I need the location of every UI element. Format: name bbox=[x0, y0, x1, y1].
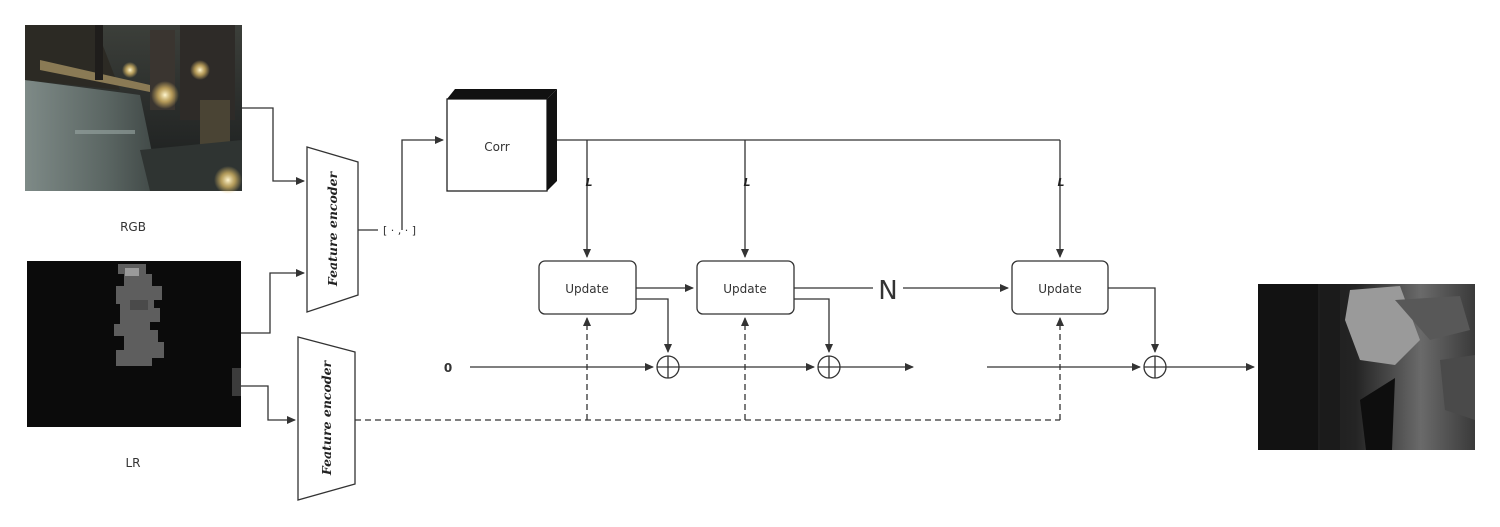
update1-to-adder1-arrow bbox=[636, 298, 672, 353]
lr-input-image bbox=[27, 261, 241, 427]
update-block-3: Update bbox=[1011, 260, 1109, 315]
iterations-label: N bbox=[878, 276, 897, 306]
update-block-2: Update bbox=[696, 260, 795, 315]
feature-encoder-top: Feature encoder bbox=[306, 146, 359, 313]
concat-label: [ · , · ] bbox=[383, 224, 416, 237]
output-depth-image bbox=[1258, 284, 1475, 450]
update-label-1: Update bbox=[565, 282, 608, 296]
init-zero-label: 0 bbox=[444, 361, 452, 375]
lookup-label-1: L bbox=[585, 176, 592, 189]
lookup-label-3: L bbox=[1057, 176, 1064, 189]
update-block-1: Update bbox=[538, 260, 637, 315]
update-label-3: Update bbox=[1038, 282, 1081, 296]
concat-to-corr-arrow bbox=[401, 136, 444, 230]
feature-encoder-bottom: Feature encoder bbox=[297, 336, 356, 501]
rgb-input-image bbox=[25, 25, 242, 194]
update3-to-adder3-arrow bbox=[1108, 287, 1159, 353]
corr-label: Corr bbox=[484, 140, 509, 154]
adder-3 bbox=[1143, 355, 1167, 379]
corr-volume: Corr bbox=[446, 89, 557, 192]
update-label-2: Update bbox=[723, 282, 766, 296]
adder-1 bbox=[656, 355, 680, 379]
lr-to-encoder-top-arrow bbox=[241, 269, 305, 334]
lr-to-encoder-bottom-arrow bbox=[241, 385, 296, 424]
feature-encoder-top-label: Feature encoder bbox=[325, 170, 340, 287]
update2-to-adder2-arrow bbox=[794, 298, 833, 353]
lr-label: LR bbox=[125, 456, 140, 470]
rgb-label: RGB bbox=[120, 220, 146, 234]
context-feature-paths bbox=[355, 317, 1064, 421]
lookup-label-2: L bbox=[743, 176, 750, 189]
feature-encoder-bottom-label: Feature encoder bbox=[319, 359, 334, 476]
adder-2 bbox=[817, 355, 841, 379]
rgb-to-encoder-arrow bbox=[242, 107, 305, 185]
